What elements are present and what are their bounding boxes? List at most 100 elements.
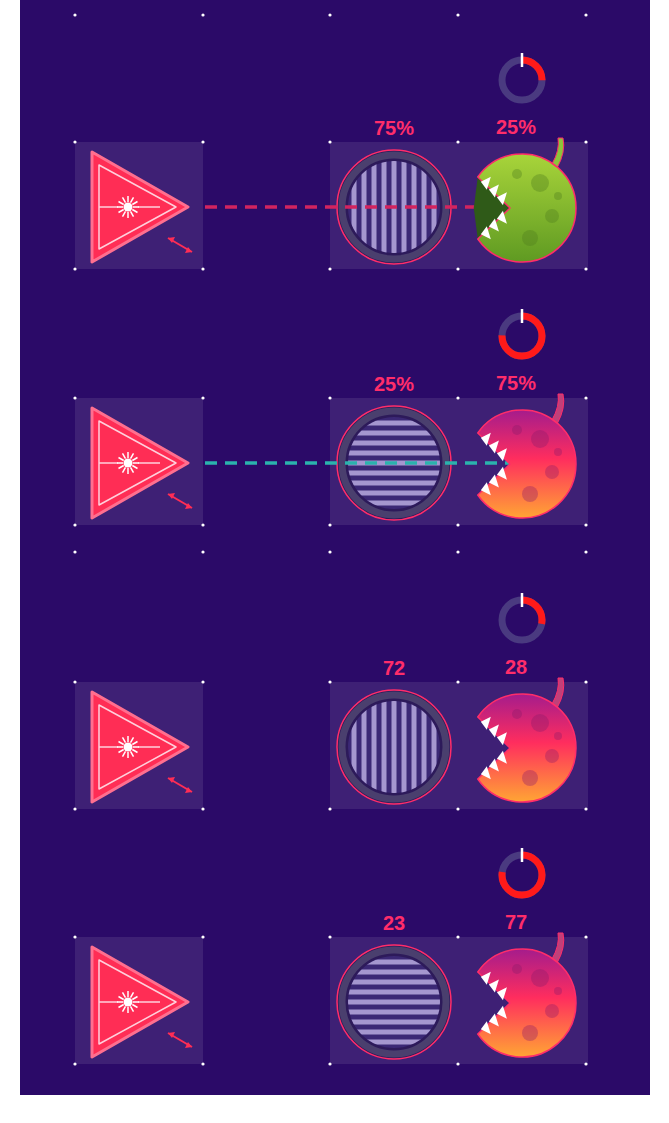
laser-inner-outline [99,960,176,1044]
fruit-spot [545,749,559,763]
laser-ray [123,211,126,216]
percent-label: 28 [505,657,527,677]
laser-line [99,206,118,208]
filter-stripe [362,700,367,794]
laser-ray [117,746,123,748]
arrow-head [168,1032,175,1038]
fruit-monster [478,154,576,262]
polarizer-ring [342,950,446,1054]
laser-core [124,998,133,1007]
filter-stripe [347,501,441,506]
laser-core [124,203,133,212]
filter-stripe [432,700,437,794]
fruit-spot [545,465,559,479]
laser-ray [123,992,126,997]
laser-ray [123,751,126,756]
fruit-monster [478,410,576,518]
target-tile [330,937,588,1064]
laser-ray [131,197,134,202]
filter-stripe [347,1040,441,1045]
filter-stripe [347,441,441,446]
fruit-spot [554,987,562,995]
grid-dot [73,550,76,553]
tooth [497,192,507,205]
filter-stripe [347,431,441,436]
laser-ray [123,467,126,472]
arrow-head [168,777,175,783]
filter-stripe [347,960,441,965]
laser-beam [205,205,480,209]
tooth [481,482,491,495]
laser-line [99,746,118,748]
tooth [489,474,499,487]
filter-stripe [347,451,441,456]
laser-ray [132,466,137,469]
polarizer-filter [347,700,441,794]
grid-dot [584,550,587,553]
laser-ray [133,1001,139,1003]
arrow-head [185,1042,192,1048]
laser-ray [127,736,129,742]
laser-line [138,206,160,208]
rotate-arrow [168,778,192,792]
laser-ray [117,206,123,208]
laser-emitter [92,408,188,518]
polarizer-ring [342,695,446,799]
rotate-arrow [168,494,192,508]
filter-stripe [352,700,357,794]
laser-line [138,462,160,464]
laser-inner-outline [99,705,176,789]
tooth [481,972,491,985]
laser-core [124,459,133,468]
laser-ray [132,210,137,213]
percent-label: 23 [383,913,405,933]
laser-tile [75,682,203,809]
tooth [489,218,499,231]
grid-dot [456,550,459,553]
fruit-spot [554,448,562,456]
filter-stripe [347,1020,441,1025]
fruit-spot [531,969,549,987]
grid-dot [201,550,204,553]
filter-stripe [402,700,407,794]
panel-background [20,0,650,1095]
laser-ray [131,737,134,742]
filter-stripe [347,481,441,486]
fruit-spot [545,1004,559,1018]
laser-ray [133,746,139,748]
tooth [489,185,499,198]
laser-ray [123,1006,126,1011]
progress-tick [521,309,524,323]
tooth [497,467,507,480]
filter-base [347,700,441,794]
filter-stripe [347,421,441,426]
filter-stripe [382,700,387,794]
fruit-monster [478,949,576,1057]
laser-ray [117,462,123,464]
fruit-spot [512,709,522,719]
laser-inner-outline [99,421,176,505]
fruit-spot [512,169,522,179]
tooth [489,441,499,454]
grid-dot [456,13,459,16]
percent-label: 72 [383,658,405,678]
filter-stripe [347,1030,441,1035]
grid-dot [73,13,76,16]
percent-label: 75% [374,118,414,138]
tooth [481,1021,491,1034]
laser-ray [131,453,134,458]
rotate-arrow [168,1033,192,1047]
laser-inner-outline [99,165,176,249]
fruit-spot [512,964,522,974]
filter-base [347,955,441,1049]
grid-dot [201,13,204,16]
laser-ray [118,750,123,753]
laser-ray [127,468,129,474]
laser-beam [205,461,512,465]
tooth [489,980,499,993]
fruit-spot [522,486,538,502]
laser-ray [131,751,134,756]
laser-ray [118,458,123,461]
fruit-spot [512,425,522,435]
